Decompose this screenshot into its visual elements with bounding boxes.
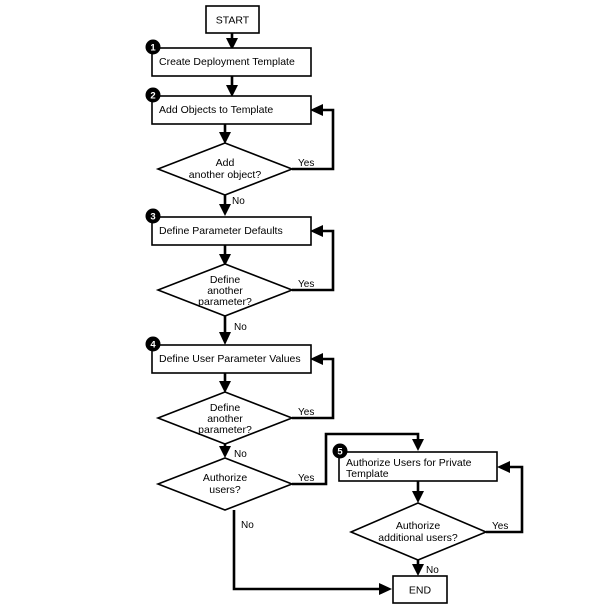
edge-label-d4-no: No bbox=[241, 520, 254, 531]
edge-label-d4-yes: Yes bbox=[298, 473, 314, 484]
edge-d5-no-to-end bbox=[412, 560, 424, 576]
node-p4-label: Define User Parameter Values bbox=[159, 353, 301, 365]
node-p1-label: Create Deployment Template bbox=[159, 56, 295, 68]
step-badge-5-number: 5 bbox=[337, 447, 343, 458]
node-p5-label-line2: Template bbox=[346, 468, 389, 480]
edge-start-to-p1 bbox=[226, 33, 238, 50]
edge-p2-to-d1 bbox=[219, 124, 231, 144]
node-d5-line2: additional users? bbox=[378, 532, 458, 544]
node-d2-line3: parameter? bbox=[198, 296, 252, 308]
node-start: START bbox=[205, 5, 260, 34]
step-badge-4-number: 4 bbox=[150, 340, 156, 351]
edge-label-d3-yes: Yes bbox=[298, 407, 314, 418]
edge-d5-yes-loop bbox=[486, 461, 524, 534]
step-badge-5: 5 bbox=[332, 443, 348, 459]
edge-d4-yes-to-p5 bbox=[292, 432, 424, 486]
edge-label-d2-yes: Yes bbox=[298, 279, 314, 290]
step-badge-1-number: 1 bbox=[150, 43, 156, 54]
step-badge-4: 4 bbox=[145, 336, 161, 352]
node-add-objects-to-template: Add Objects to Template bbox=[151, 95, 312, 125]
node-define-user-parameter-values: Define User Parameter Values bbox=[151, 344, 312, 374]
edge-p1-to-p2 bbox=[226, 76, 238, 97]
step-badge-2-number: 2 bbox=[150, 91, 155, 102]
node-d4-line1: Authorize bbox=[203, 472, 248, 484]
step-badge-3: 3 bbox=[145, 208, 161, 224]
step-badge-2: 2 bbox=[145, 87, 161, 103]
node-d4-line2: users? bbox=[209, 484, 241, 496]
node-decision-authorize-users: Authorize users? bbox=[155, 457, 295, 511]
edge-label-d5-yes: Yes bbox=[492, 521, 508, 532]
node-start-label: START bbox=[216, 15, 250, 27]
node-d3-line1: Define bbox=[210, 402, 241, 414]
node-p2-label: Add Objects to Template bbox=[159, 104, 273, 116]
node-authorize-users-for-private-template: Authorize Users for Private Template bbox=[338, 451, 498, 482]
node-define-parameter-defaults: Define Parameter Defaults bbox=[151, 216, 312, 246]
edge-label-d3-no: No bbox=[234, 449, 247, 460]
node-d1-line2: another object? bbox=[189, 169, 262, 181]
node-d2-line2: another bbox=[207, 285, 243, 297]
node-decision-define-another-parameter-1: Define another parameter? bbox=[155, 263, 295, 317]
step-badge-3-number: 3 bbox=[150, 212, 155, 223]
edge-d3-yes-loop bbox=[292, 353, 335, 420]
edge-p3-to-d2 bbox=[219, 245, 231, 266]
edge-d2-yes-loop bbox=[292, 225, 335, 292]
edge-p4-to-d3 bbox=[219, 373, 231, 393]
node-decision-add-another-object: Add another object? bbox=[155, 142, 295, 196]
edge-d3-no-to-d4 bbox=[219, 444, 231, 458]
edge-label-d1-yes: Yes bbox=[298, 158, 314, 169]
node-d1-line1: Add bbox=[216, 157, 235, 169]
edge-d1-yes-loop bbox=[292, 104, 335, 171]
node-d5-line1: Authorize bbox=[396, 520, 441, 532]
node-d3-line2: another bbox=[207, 413, 243, 425]
edge-label-d2-no: No bbox=[234, 322, 247, 333]
node-d3-line3: parameter? bbox=[198, 424, 252, 436]
node-create-deployment-template: Create Deployment Template bbox=[151, 47, 312, 77]
node-end-label: END bbox=[409, 585, 432, 597]
node-p5-label-line1: Authorize Users for Private bbox=[346, 457, 472, 469]
edge-label-d5-no: No bbox=[426, 565, 439, 576]
node-d2-line1: Define bbox=[210, 274, 241, 286]
edge-d1-no-to-p3 bbox=[219, 195, 231, 216]
edge-d2-no-to-p4 bbox=[219, 316, 231, 345]
step-badge-1: 1 bbox=[145, 39, 161, 55]
node-p3-label: Define Parameter Defaults bbox=[159, 225, 283, 237]
node-decision-define-another-parameter-2: Define another parameter? bbox=[155, 391, 295, 445]
edge-d4-no-to-end bbox=[232, 510, 392, 595]
edge-p5-to-d5 bbox=[412, 481, 424, 503]
node-decision-authorize-additional-users: Authorize additional users? bbox=[348, 502, 489, 561]
node-end: END bbox=[392, 575, 448, 604]
edge-label-d1-no: No bbox=[232, 196, 245, 207]
